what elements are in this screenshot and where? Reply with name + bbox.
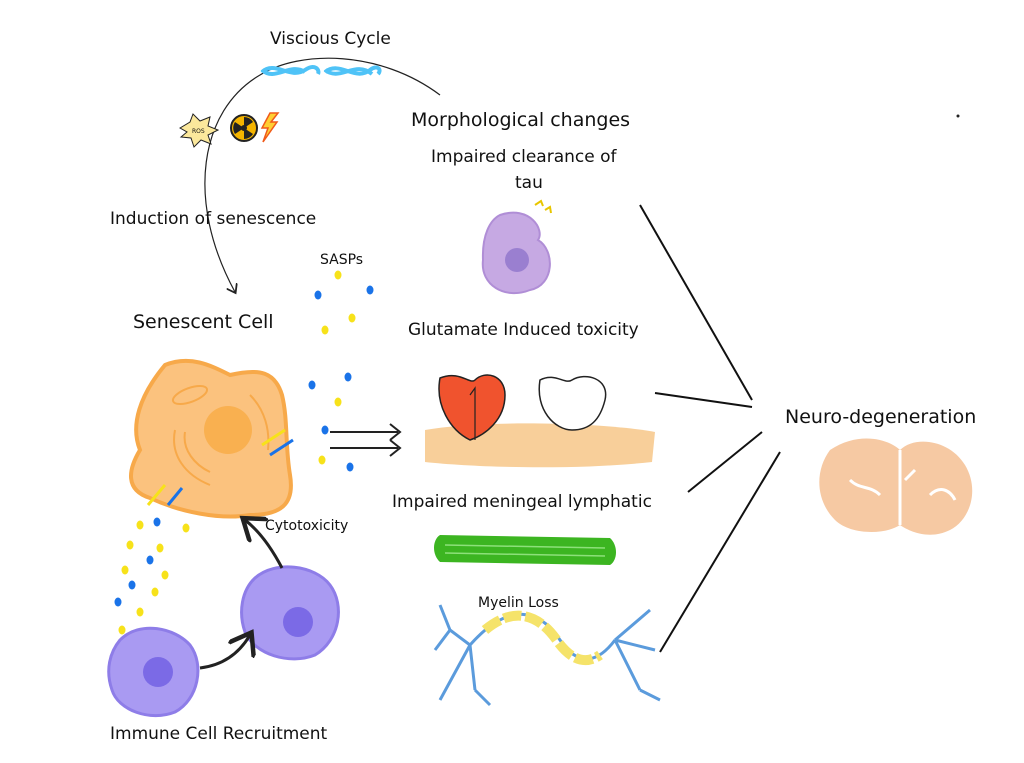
glutamate-receptors — [425, 374, 655, 468]
sasp-particle — [344, 372, 352, 382]
sasp-particle — [156, 543, 164, 553]
sasp-particle — [136, 520, 144, 530]
sasp-particle — [334, 397, 342, 407]
immune-cell-2 — [240, 565, 340, 661]
immune-recruitment-label: Immune Cell Recruitment — [110, 724, 328, 744]
tau-label: tau — [515, 173, 543, 193]
connector-lines — [639, 204, 781, 653]
cytotoxicity-label: Cytotoxicity — [265, 518, 348, 534]
sasp-particle — [146, 555, 154, 565]
viscious-cycle-arc — [204, 57, 441, 292]
sasp-particle — [161, 570, 169, 580]
sasp-particles — [114, 270, 374, 635]
senescent-cell-label: Senescent Cell — [133, 311, 274, 333]
sasp-particle — [321, 425, 329, 435]
senescent-cell — [129, 358, 294, 519]
lightning-icon — [260, 112, 280, 143]
viscious-cycle-label: Viscious Cycle — [270, 29, 391, 49]
dna-icon — [260, 65, 382, 76]
meningeal-lymphatic-label: Impaired meningeal lymphatic — [392, 492, 652, 512]
sasp-particle — [136, 607, 144, 617]
sasp-particle — [118, 625, 126, 635]
meningeal-lymphatic-vessel — [434, 535, 616, 565]
glutamate-toxicity-label: Glutamate Induced toxicity — [408, 320, 639, 340]
ros-burst-icon: ROS — [179, 113, 220, 148]
sasp-particle — [126, 540, 134, 550]
immune-cell-1 — [107, 626, 200, 717]
sasp-particle — [128, 580, 136, 590]
impaired-clearance-label: Impaired clearance of — [431, 147, 618, 167]
sasp-particle — [348, 313, 356, 323]
myelin-neuron — [433, 604, 661, 707]
double-arrow — [330, 423, 402, 457]
sasp-particle — [318, 455, 326, 465]
sasp-particle — [153, 517, 161, 527]
radiation-icon — [230, 114, 258, 142]
sasp-particle — [114, 597, 122, 607]
sasps-label: SASPs — [320, 252, 363, 268]
sasp-particle — [151, 587, 159, 597]
brain-icon — [819, 438, 973, 535]
ros-label: ROS — [192, 128, 205, 135]
induction-of-senescence-label: Induction of senescence — [110, 209, 316, 229]
cytotoxicity-arrow — [245, 520, 284, 569]
morphological-changes-label: Morphological changes — [411, 109, 630, 131]
microglia-cell — [481, 199, 552, 295]
sasp-particle — [182, 523, 190, 533]
neurodegeneration-label: Neuro-degeneration — [785, 406, 976, 428]
sasp-particle — [346, 462, 354, 472]
sasp-particle — [334, 270, 342, 280]
sasp-particle — [314, 290, 322, 300]
sasp-particle — [121, 565, 129, 575]
myelin-loss-label: Myelin Loss — [478, 595, 559, 611]
recruitment-arrow — [199, 635, 250, 670]
sasp-particle — [321, 325, 329, 335]
sasp-particle — [308, 380, 316, 390]
sasp-particle — [366, 285, 374, 295]
